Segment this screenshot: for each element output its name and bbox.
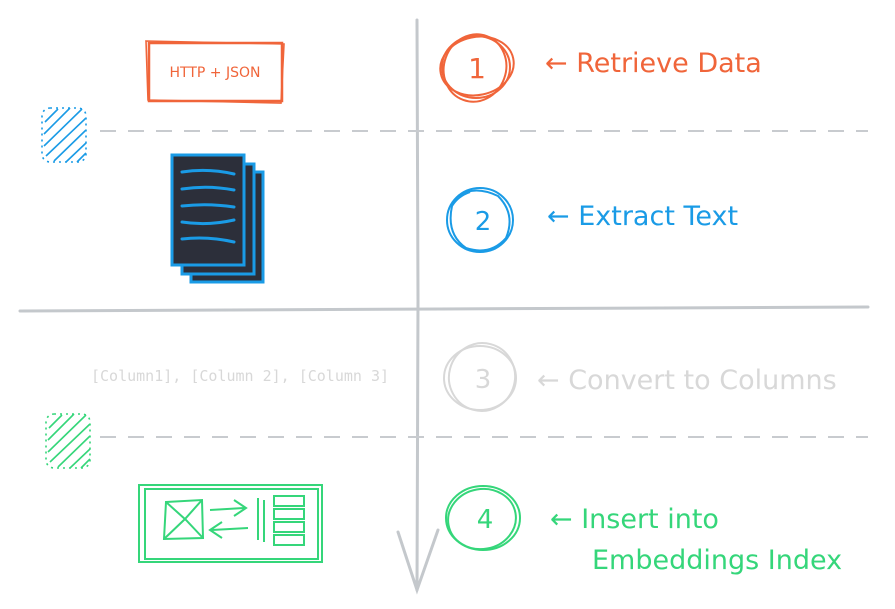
step-1: 1 ← Retrieve Data bbox=[439, 33, 762, 103]
flow-axis-line bbox=[415, 18, 420, 592]
step-4-label-line1: ← Insert into bbox=[550, 504, 719, 535]
step-3-number: 3 bbox=[475, 365, 492, 395]
step-4-number: 4 bbox=[477, 505, 494, 535]
flow-axis bbox=[396, 18, 440, 595]
http-json-caption: HTTP + JSON bbox=[170, 65, 261, 81]
columns-caption: [Column1], [Column 2], [Column 3] bbox=[91, 367, 389, 385]
step-4: 4 ← Insert into Embeddings Index bbox=[445, 485, 842, 576]
step-2-circle bbox=[446, 187, 514, 253]
hatch-marker-blue bbox=[41, 107, 87, 163]
embeddings-index-icon bbox=[138, 484, 323, 563]
step-1-circle bbox=[439, 33, 515, 103]
flow-axis-arrowhead bbox=[396, 528, 440, 595]
step-2: 2 ← Extract Text bbox=[446, 187, 738, 253]
step-2-label: ← Extract Text bbox=[547, 201, 738, 232]
section-divider bbox=[18, 305, 870, 313]
document-stack-icon bbox=[170, 153, 265, 284]
step-3-label: ← Convert to Columns bbox=[537, 365, 837, 396]
step-4-label-line2: Embeddings Index bbox=[592, 545, 842, 576]
http-json-icon: HTTP + JSON bbox=[145, 40, 285, 104]
step-1-number: 1 bbox=[468, 52, 486, 85]
step-2-number: 2 bbox=[475, 207, 492, 237]
hatch-marker-green bbox=[45, 413, 91, 469]
step-4-circle bbox=[445, 485, 521, 551]
step-3: 3 ← Convert to Columns bbox=[443, 342, 837, 412]
step-3-circle bbox=[443, 342, 517, 412]
step-1-label: ← Retrieve Data bbox=[545, 48, 762, 79]
